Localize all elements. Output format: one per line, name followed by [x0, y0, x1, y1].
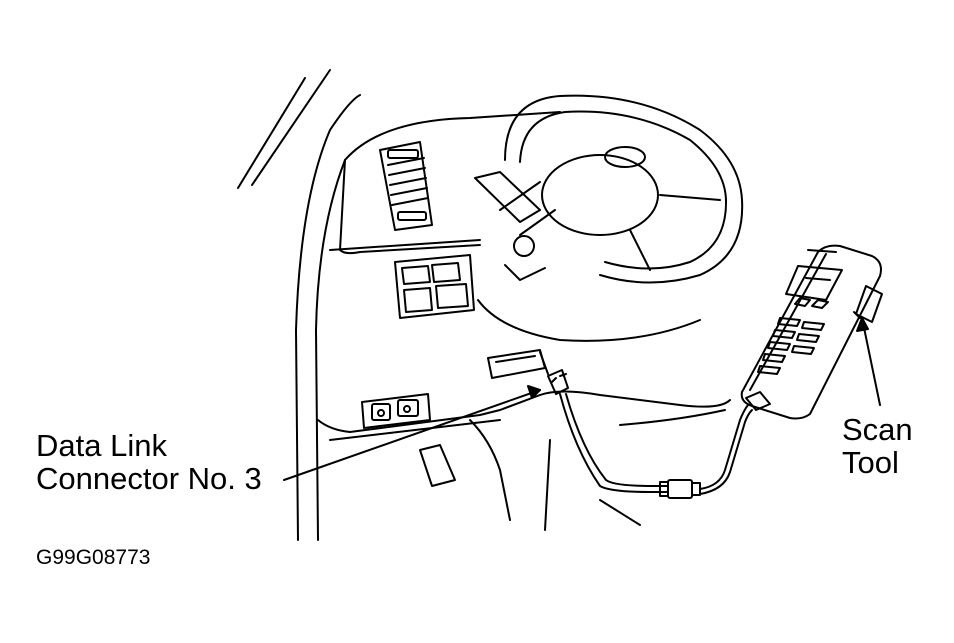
switch-panel — [394, 254, 475, 319]
pedal-area — [419, 419, 641, 531]
data-link-connector — [539, 351, 669, 493]
tool-leader-arrow — [856, 317, 881, 406]
figure-code: G99G08773 — [36, 546, 151, 569]
scan-tool — [740, 244, 883, 420]
connector-label-line2: Connector No. 3 — [36, 461, 262, 496]
cable-connector — [659, 404, 753, 499]
lower-switches — [361, 393, 431, 429]
connector-label-line1: Data Link — [36, 428, 167, 463]
tool-label-line2: Tool — [842, 445, 899, 480]
hood-release — [487, 349, 546, 379]
tool-label-line1: Scan — [842, 412, 913, 447]
steering-wheel — [474, 94, 744, 342]
air-vent — [379, 141, 433, 231]
connector-leader-arrow — [283, 385, 541, 481]
windshield-pillar — [237, 69, 361, 541]
dashboard-outline — [317, 111, 731, 441]
